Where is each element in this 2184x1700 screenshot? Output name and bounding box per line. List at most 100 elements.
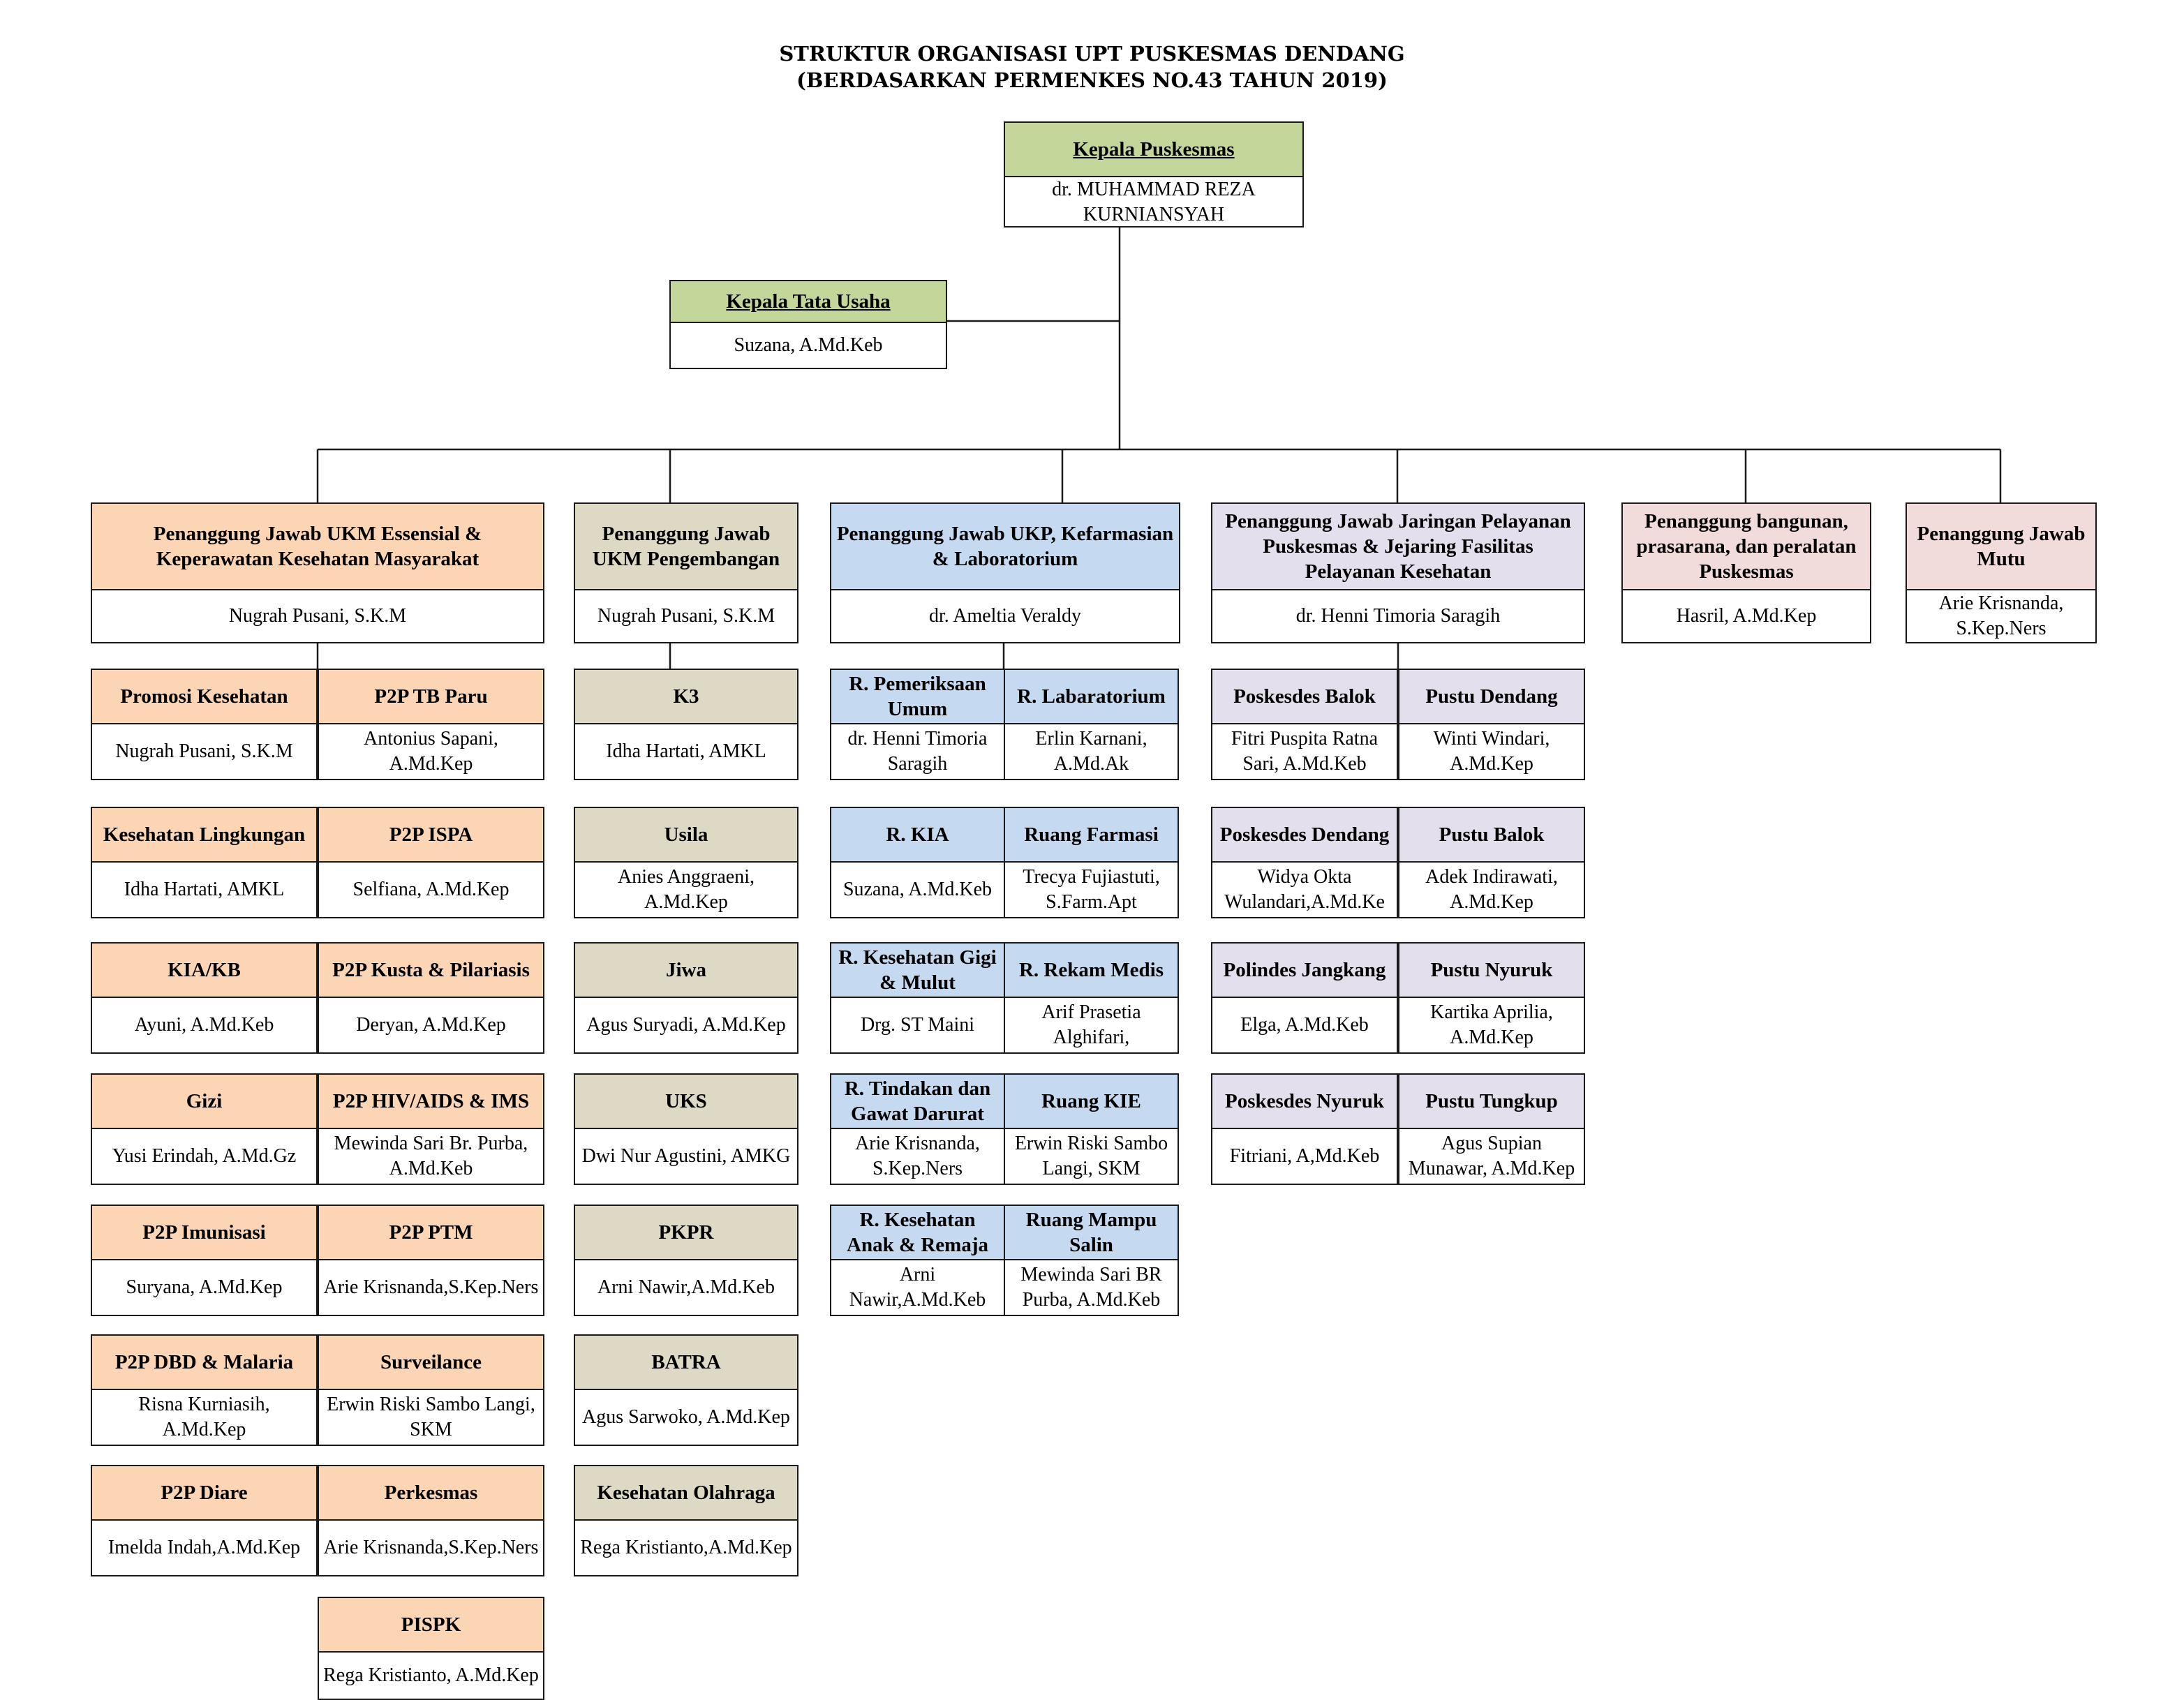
pengembangan-kesehatan-olahraga-box-name: Rega Kristianto,A.Md.Kep xyxy=(580,1537,792,1558)
jaringan-pustu-nyuruk-box-role: Pustu Nyuruk xyxy=(1430,959,1553,981)
pengembangan-pkpr-box-name: Arni Nawir,A.Md.Keb xyxy=(597,1276,775,1298)
ukp-ruang-kie-box: Ruang KIE Erwin Riski Sambo Langi, SKM xyxy=(1004,1073,1179,1185)
pj-ukm-esensial-box: Penanggung Jawab UKM Essensial & Keperaw… xyxy=(91,502,544,643)
jaringan-pustu-tungkup-box-name: Agus Supian Munawar, A.Md.Kep xyxy=(1408,1133,1575,1179)
ukp-ruang-kie-box-name: Erwin Riski Sambo Langi, SKM xyxy=(1014,1133,1168,1179)
esensial-kia-kb-box-role: KIA/KB xyxy=(168,959,241,981)
pj-ukm-pengembangan-box-name: Nugrah Pusani, S.K.M xyxy=(597,605,775,627)
jaringan-poskesdes-nyuruk-box-name: Fitriani, A,Md.Keb xyxy=(1229,1145,1380,1167)
esensial-p2p-ispa-box-role: P2P ISPA xyxy=(389,823,473,846)
pengembangan-jiwa-box-role: Jiwa xyxy=(666,959,706,981)
chart-title: STRUKTUR ORGANISASI UPT PUSKESMAS DENDAN… xyxy=(0,40,2184,94)
ukp-ruang-mampu-salin-box-role: Ruang Mampu Salin xyxy=(1025,1209,1157,1256)
jaringan-polindes-jangkang-box-role: Polindes Jangkang xyxy=(1223,959,1386,981)
ukp-ruang-mampu-salin-box-name: Mewinda Sari BR Purba, A.Md.Keb xyxy=(1020,1264,1162,1311)
esensial-p2p-diare-box-name: Imelda Indah,A.Md.Kep xyxy=(107,1537,301,1558)
pengembangan-kesehatan-olahraga-box-role: Kesehatan Olahraga xyxy=(597,1482,775,1504)
kepala-puskesmas-box-role: Kepala Puskesmas xyxy=(1073,138,1235,161)
esensial-p2p-kusta-pilariasis-box-role: P2P Kusta & Pilariasis xyxy=(332,959,530,981)
pj-bangunan-box-name: Hasril, A.Md.Kep xyxy=(1676,605,1817,627)
esensial-pispk-box-role: PISPK xyxy=(401,1613,461,1636)
pengembangan-k3-box-role: K3 xyxy=(673,685,699,708)
jaringan-pustu-nyuruk-box-name: Kartika Aprilia, A.Md.Kep xyxy=(1430,1001,1553,1048)
ukp-r-kia-box-role: R. KIA xyxy=(886,823,949,846)
esensial-p2p-diare-box-role: P2P Diare xyxy=(161,1482,248,1504)
esensial-p2p-imunisasi-box-name: Suryana, A.Md.Kep xyxy=(126,1276,283,1298)
esensial-gizi-box-role: Gizi xyxy=(186,1090,223,1112)
ukp-ruang-farmasi-box-name: Trecya Fujiastuti, S.Farm.Apt xyxy=(1023,866,1160,913)
esensial-perkesmas-box-role: Perkesmas xyxy=(384,1482,478,1504)
esensial-kia-kb-box-name: Ayuni, A.Md.Keb xyxy=(134,1014,274,1036)
esensial-p2p-ptm-box-role: P2P PTM xyxy=(389,1221,473,1244)
esensial-surveilance-box-role: Surveilance xyxy=(380,1351,482,1373)
title-line-1: STRUKTUR ORGANISASI UPT PUSKESMAS DENDAN… xyxy=(779,42,1405,66)
esensial-pispk-box-name: Rega Kristianto, A.Md.Kep xyxy=(323,1664,539,1686)
pengembangan-batra-box-name: Agus Sarwoko, A.Md.Kep xyxy=(582,1406,790,1428)
ukp-r-labaratorium-box-role: R. Labaratorium xyxy=(1017,685,1166,708)
pj-jaringan-box-name: dr. Henni Timoria Saragih xyxy=(1295,605,1501,627)
ukp-r-rekam-medis-box-role: R. Rekam Medis xyxy=(1018,959,1164,981)
pj-mutu-box-name: Arie Krisnanda, S.Kep.Ners xyxy=(1938,592,2064,639)
esensial-pispk-box: PISPK Rega Kristianto, A.Md.Kep xyxy=(318,1597,544,1700)
esensial-p2p-hiv-aids-ims-box-role: P2P HIV/AIDS & IMS xyxy=(332,1090,530,1112)
jaringan-poskesdes-balok-box-role: Poskesdes Balok xyxy=(1233,685,1376,708)
pj-ukm-esensial-box-name: Nugrah Pusani, S.K.M xyxy=(228,605,407,627)
ukp-r-tindakan-dan-gawat-darurat-box-name: Arie Krisnanda, S.Kep.Ners xyxy=(855,1133,980,1179)
jaringan-poskesdes-nyuruk-box-role: Poskesdes Nyuruk xyxy=(1224,1090,1385,1112)
esensial-surveilance-box-name: Erwin Riski Sambo Langi, SKM xyxy=(327,1394,535,1440)
ukp-r-labaratorium-box-name: Erlin Karnani, A.Md.Ak xyxy=(1035,728,1147,775)
kepala-tata-usaha-box-role: Kepala Tata Usaha xyxy=(726,290,891,313)
pj-ukp-box-name: dr. Ameltia Veraldy xyxy=(929,605,1081,627)
pj-ukp-box: Penanggung Jawab UKP, Kefarmasian & Labo… xyxy=(830,502,1180,643)
title-line-2: (BERDASARKAN PERMENKES NO.43 TAHUN 2019) xyxy=(796,68,1388,92)
esensial-promosi-kesehatan-box-role: Promosi Kesehatan xyxy=(120,685,288,708)
esensial-perkesmas-box-name: Arie Krisnanda,S.Kep.Ners xyxy=(323,1537,539,1558)
jaringan-poskesdes-balok-box-name: Fitri Puspita Ratna Sari, A.Md.Keb xyxy=(1231,728,1378,775)
jaringan-pustu-dendang-box-name: Winti Windari, A.Md.Kep xyxy=(1433,728,1550,775)
ukp-ruang-kie-box-role: Ruang KIE xyxy=(1041,1090,1141,1112)
ukp-r-kia-box-name: Suzana, A.Md.Keb xyxy=(842,879,993,900)
esensial-p2p-ptm-box-name: Arie Krisnanda,S.Kep.Ners xyxy=(323,1276,539,1298)
esensial-kia-kb-box: KIA/KB Ayuni, A.Md.Keb xyxy=(91,942,318,1054)
pj-jaringan-box: Penanggung Jawab Jaringan Pelayanan Pusk… xyxy=(1211,502,1585,643)
esensial-p2p-imunisasi-box-role: P2P Imunisasi xyxy=(142,1221,266,1244)
esensial-p2p-ispa-box: P2P ISPA Selfiana, A.Md.Kep xyxy=(318,807,544,918)
pengembangan-pkpr-box-role: PKPR xyxy=(658,1221,714,1244)
ukp-r-pemeriksaan-umum-box-name: dr. Henni Timoria Saragih xyxy=(847,728,988,775)
pengembangan-k3-box-name: Idha Hartati, AMKL xyxy=(606,740,766,762)
esensial-gizi-box-name: Yusi Erindah, A.Md.Gz xyxy=(112,1145,297,1167)
esensial-p2p-kusta-pilariasis-box-name: Deryan, A.Md.Kep xyxy=(356,1014,506,1036)
pengembangan-jiwa-box-name: Agus Suryadi, A.Md.Kep xyxy=(586,1014,786,1036)
pj-mutu-box-role: Penanggung Jawab Mutu xyxy=(1917,523,2086,570)
esensial-p2p-ispa-box-name: Selfiana, A.Md.Kep xyxy=(352,879,510,900)
pengembangan-uks-box-role: UKS xyxy=(665,1090,707,1112)
esensial-p2p-tb-paru-box-role: P2P TB Paru xyxy=(374,685,488,708)
esensial-promosi-kesehatan-box-name: Nugrah Pusani, S.K.M xyxy=(115,740,293,762)
